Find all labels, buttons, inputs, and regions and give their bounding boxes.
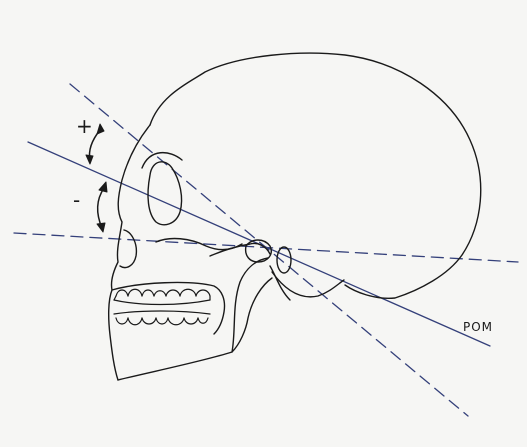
lower-teeth xyxy=(114,311,210,325)
cheekbone xyxy=(156,239,242,250)
upper-jaw xyxy=(112,283,225,334)
minus-label: - xyxy=(73,188,80,212)
ear-canal xyxy=(277,247,291,273)
orbit xyxy=(148,162,182,225)
mandible xyxy=(118,258,268,380)
minus-arrow-head-top xyxy=(99,182,107,192)
minus-angle-arrow xyxy=(98,188,104,228)
upper-dashed-line xyxy=(70,84,468,416)
mastoid xyxy=(272,272,344,297)
plus-arrow-head-bottom xyxy=(86,155,93,164)
plus-label: + xyxy=(76,114,93,138)
minus-arrow-head-bottom xyxy=(97,223,105,232)
upper-teeth xyxy=(114,289,210,304)
plus-arrow-head-top xyxy=(97,124,104,134)
pom-plane-label: POM xyxy=(463,320,493,334)
nasal-aperture xyxy=(120,230,136,268)
cranium-outline xyxy=(150,53,481,298)
